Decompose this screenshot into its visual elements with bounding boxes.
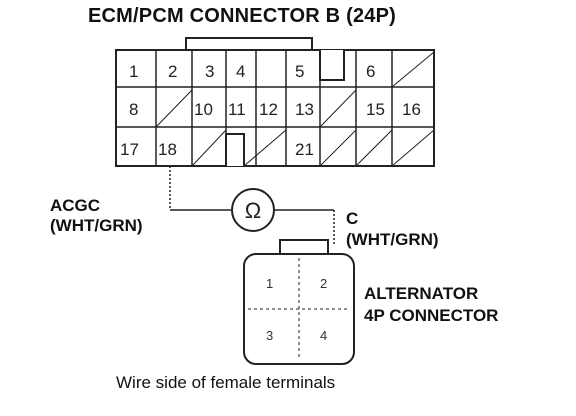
ecm-pin-16: 16: [402, 100, 421, 119]
ecm-pin-12: 12: [259, 100, 278, 119]
ecm-pin-3: 3: [205, 62, 214, 81]
ecm-connector: [115, 37, 435, 167]
probe-left-label: ACGC: [50, 196, 101, 215]
ecm-pin-labels: 1 2 3 4 5 6 8 10 11 12 13 15 16 17 18 21: [120, 62, 421, 159]
test-leads: [169, 166, 335, 246]
alternator-label: ALTERNATOR: [364, 284, 479, 303]
ecm-pin-17: 17: [120, 140, 139, 159]
probe-left-wire-color: (WHT/GRN): [50, 216, 143, 235]
ecm-pin-15: 15: [366, 100, 385, 119]
alternator-connector-label: 4P CONNECTOR: [364, 306, 499, 325]
probe-right-wire-color: (WHT/GRN): [346, 230, 439, 249]
ecm-pin-6: 6: [366, 62, 375, 81]
ohm-symbol: Ω: [245, 198, 261, 223]
alt-pin-4: 4: [320, 328, 327, 343]
ohmmeter-icon: [231, 188, 275, 232]
ecm-pin-18: 18: [158, 140, 177, 159]
ecm-pin-13: 13: [295, 100, 314, 119]
alt-pin-1: 1: [266, 276, 273, 291]
ecm-lock-tab: [185, 37, 313, 51]
diagram-title: ECM/PCM CONNECTOR B (24P): [88, 5, 396, 27]
ecm-pin-2: 2: [168, 62, 177, 81]
ecm-pin-8: 8: [129, 100, 138, 119]
ecm-pin-10: 10: [194, 100, 213, 119]
ecm-pin-5: 5: [295, 62, 304, 81]
ohmmeter: Ω: [231, 188, 275, 232]
alternator-connector: [243, 239, 355, 365]
ecm-pin-4: 4: [236, 62, 245, 81]
caption: Wire side of female terminals: [116, 373, 336, 392]
alt-pin-2: 2: [320, 276, 327, 291]
alternator-pin-labels: 1 2 3 4: [266, 276, 327, 343]
alt-pin-3: 3: [266, 328, 273, 343]
ecm-pin-11: 11: [228, 100, 246, 119]
ecm-pin-1: 1: [129, 62, 138, 81]
probe-right-label: C: [346, 209, 359, 228]
ecm-pin-21: 21: [295, 140, 314, 159]
alternator-lock-tab: [279, 239, 329, 255]
